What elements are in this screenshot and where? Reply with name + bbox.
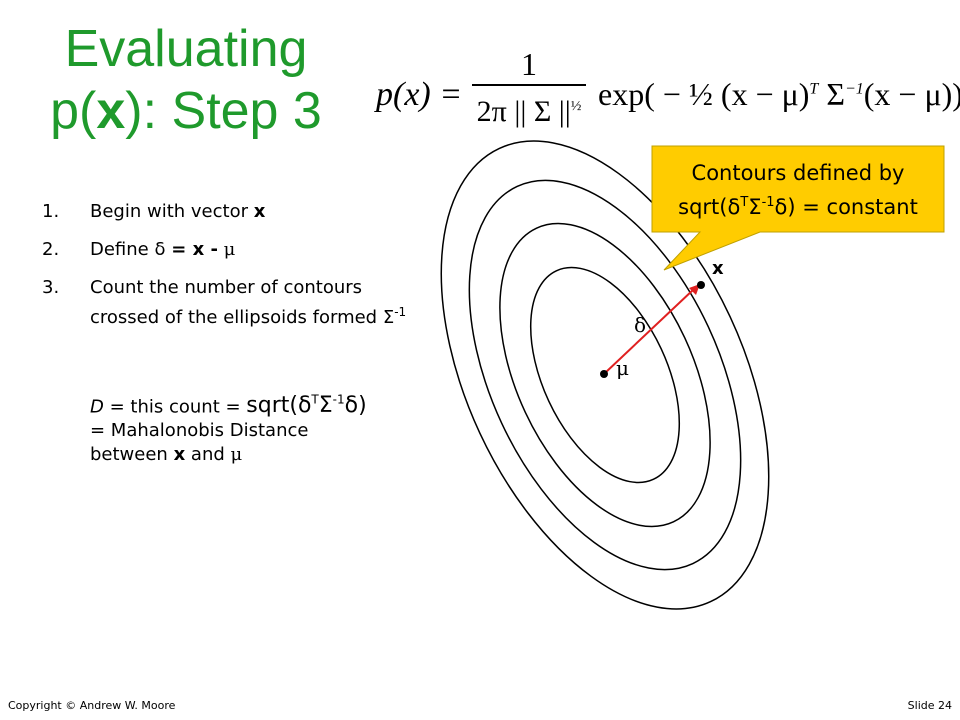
callout-sqrt: sqrt(δ [678,195,741,219]
callout-line-2: sqrt(δTΣ-1δ) = constant [652,188,944,222]
distance-line-3: between x and μ [90,443,420,467]
density-formula: p(x) = 1 2π || Σ ||½ exp( − ½ (x − μ)T Σ… [376,40,960,140]
step-bold: x [253,201,266,222]
dist-sup-inv: -1 [332,393,345,407]
delta-arrow [604,288,695,374]
step-number: 3. [42,277,60,298]
mu-point [600,370,608,378]
callout-line-1: Contours defined by [691,161,905,185]
step-number: 1. [42,201,60,222]
dist-l3-pre: between [90,444,174,466]
distance-formula: sqrt(δTΣ-1δ) [246,393,366,418]
callout-text: Contours defined by sqrt(δTΣ-1δ) = const… [652,156,944,234]
steps-list: 1. Begin with vector x 2. Define δ = x -… [42,200,422,344]
label-delta: δ [634,313,647,337]
callout-end: δ) = constant [774,195,918,219]
contour-ellipse-2 [499,222,711,528]
arrow-head [689,284,700,295]
dist-sigma: Σ [318,393,333,419]
dist-sup-t: T [311,393,319,407]
title-suffix: ): Step 3 [125,82,322,140]
dist-end: δ) [344,393,367,419]
formula-lhs: p(x) = [376,76,463,113]
label-x: x [712,258,724,279]
callout-sup-t: T [740,195,749,210]
step-text: Count the number of contours crossed of … [90,277,395,328]
formula-sigma: Σ [818,76,845,112]
dist-l3-and: and [185,444,231,466]
formula-numerator: 1 [521,46,537,82]
slide-number: Slide 24 [907,699,952,712]
x-point [697,281,705,289]
denominator-exp: ½ [570,99,582,114]
step-text: Define δ [90,239,172,260]
step-bold: = x - [171,239,218,260]
title-line-2: p(x): Step 3 [0,80,372,142]
callout-sigma: Σ [748,195,762,219]
distance-line-1: D = this count = sqrt(δTΣ-1δ) [90,388,420,419]
callout-sup-inv: -1 [761,195,775,210]
copyright-footer: Copyright © Andrew W. Moore [8,699,176,712]
title-line-1: Evaluating [64,20,308,78]
step-number: 2. [42,239,60,260]
formula-fraction: 1 2π || Σ ||½ [470,44,588,133]
denominator-text: 2π || Σ || [476,95,571,128]
formula-denominator: 2π || Σ ||½ [470,86,588,133]
step-3: 3. Count the number of contours crossed … [42,276,422,330]
slide-title: Evaluating p(x): Step 3 [0,18,372,142]
formula-sigma-exp: −1 [844,80,864,98]
formula-rest-exp: T [809,80,819,98]
callout-box [651,145,945,271]
formula-exponent: exp( − ½ (x − μ)T Σ−1(x − μ)) [598,76,960,113]
step-tail: μ [217,239,236,260]
contour-ellipse-4 [440,140,770,610]
step-sup: -1 [394,305,407,319]
dist-sqrt: sqrt(δ [246,393,312,419]
dist-l3-mu: μ [230,444,243,466]
distance-prefix: = this count = [103,396,247,418]
distance-d: D [90,396,104,418]
step-2: 2. Define δ = x - μ [42,238,422,262]
distance-line-2: = Mahalonobis Distance [90,420,309,442]
contour-ellipse-3 [468,179,742,571]
step-1: 1. Begin with vector x [42,200,422,224]
fraction-bar [472,84,586,86]
formula-rest: exp( − ½ (x − μ) [598,76,810,112]
step-text: Begin with vector [90,201,254,222]
label-mu: μ [616,356,629,380]
title-prefix: p( [50,82,97,140]
dist-l3-x: x [173,444,186,466]
title-bold-x: x [96,82,126,140]
mahalanobis-definition: D = this count = sqrt(δTΣ-1δ) = Mahalono… [90,388,420,467]
contour-ellipse-1 [529,266,681,484]
formula-tail: (x − μ)) [863,76,960,112]
